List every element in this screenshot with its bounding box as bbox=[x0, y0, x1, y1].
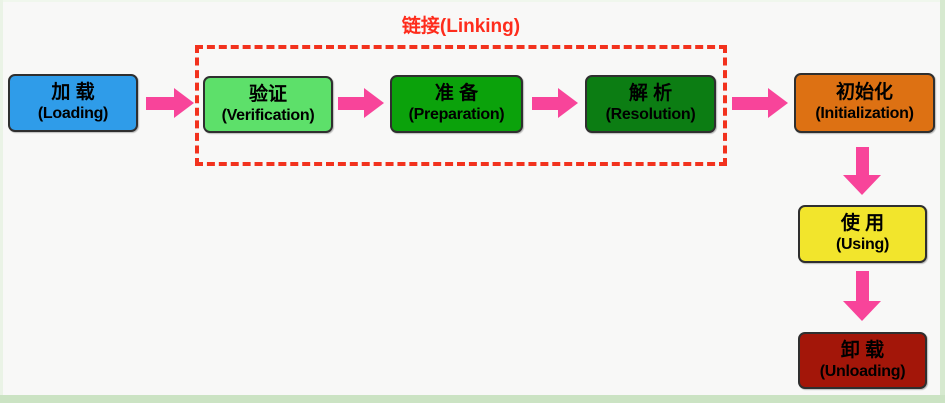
node-loading: 加 载 (Loading) bbox=[8, 74, 138, 132]
arrow-head bbox=[768, 88, 788, 118]
node-initialization-label-en: (Initialization) bbox=[815, 105, 914, 123]
arrow-shaft bbox=[855, 147, 869, 175]
node-preparation-label-zh: 准 备 bbox=[434, 83, 479, 105]
arrow-shaft bbox=[338, 96, 364, 110]
arrow-initialization-to-using-icon bbox=[843, 147, 881, 195]
arrow-using-to-unloading-icon bbox=[843, 271, 881, 321]
node-verification-label-zh: 验证 bbox=[248, 83, 287, 105]
node-loading-label-en: (Loading) bbox=[37, 105, 109, 123]
node-loading-label-zh: 加 载 bbox=[51, 82, 95, 104]
arrow-shaft bbox=[732, 96, 768, 110]
linking-group-title: 链接(Linking) bbox=[401, 16, 521, 37]
arrow-preparation-to-resolution-icon bbox=[532, 88, 578, 118]
node-resolution-label-en: (Resolution) bbox=[605, 106, 696, 124]
arrow-resolution-to-initialization-icon bbox=[732, 88, 788, 118]
frame-edge-top bbox=[0, 0, 945, 2]
frame-edge-right bbox=[940, 0, 945, 403]
node-using-label-zh: 使 用 bbox=[840, 213, 885, 235]
node-unloading-label-en: (Unloading) bbox=[819, 362, 906, 380]
node-resolution-label-zh: 解 析 bbox=[628, 83, 673, 105]
node-using-label-en: (Using) bbox=[835, 236, 889, 254]
arrow-shaft bbox=[532, 96, 558, 110]
node-verification-label-en: (Verification) bbox=[221, 106, 315, 124]
arrow-verification-to-preparation-icon bbox=[338, 88, 384, 118]
arrow-head bbox=[843, 301, 881, 321]
arrow-head bbox=[843, 175, 881, 195]
node-preparation-label-en: (Preparation) bbox=[408, 106, 505, 124]
arrow-head bbox=[174, 88, 194, 118]
node-verification: 验证 (Verification) bbox=[203, 76, 333, 133]
linking-group-box bbox=[195, 45, 727, 166]
node-resolution: 解 析 (Resolution) bbox=[585, 75, 716, 133]
node-unloading: 卸 载 (Unloading) bbox=[798, 332, 927, 389]
node-preparation: 准 备 (Preparation) bbox=[390, 75, 523, 133]
node-initialization-label-zh: 初始化 bbox=[835, 82, 893, 104]
frame-edge-bottom bbox=[0, 395, 945, 403]
node-using: 使 用 (Using) bbox=[798, 205, 927, 263]
node-initialization: 初始化 (Initialization) bbox=[794, 73, 935, 133]
arrow-loading-to-verification-icon bbox=[146, 88, 194, 118]
arrow-shaft bbox=[146, 96, 174, 110]
arrow-head bbox=[558, 88, 578, 118]
node-unloading-label-zh: 卸 载 bbox=[840, 339, 885, 361]
arrow-head bbox=[364, 88, 384, 118]
arrow-shaft bbox=[855, 271, 869, 301]
frame-edge-left bbox=[0, 0, 3, 403]
